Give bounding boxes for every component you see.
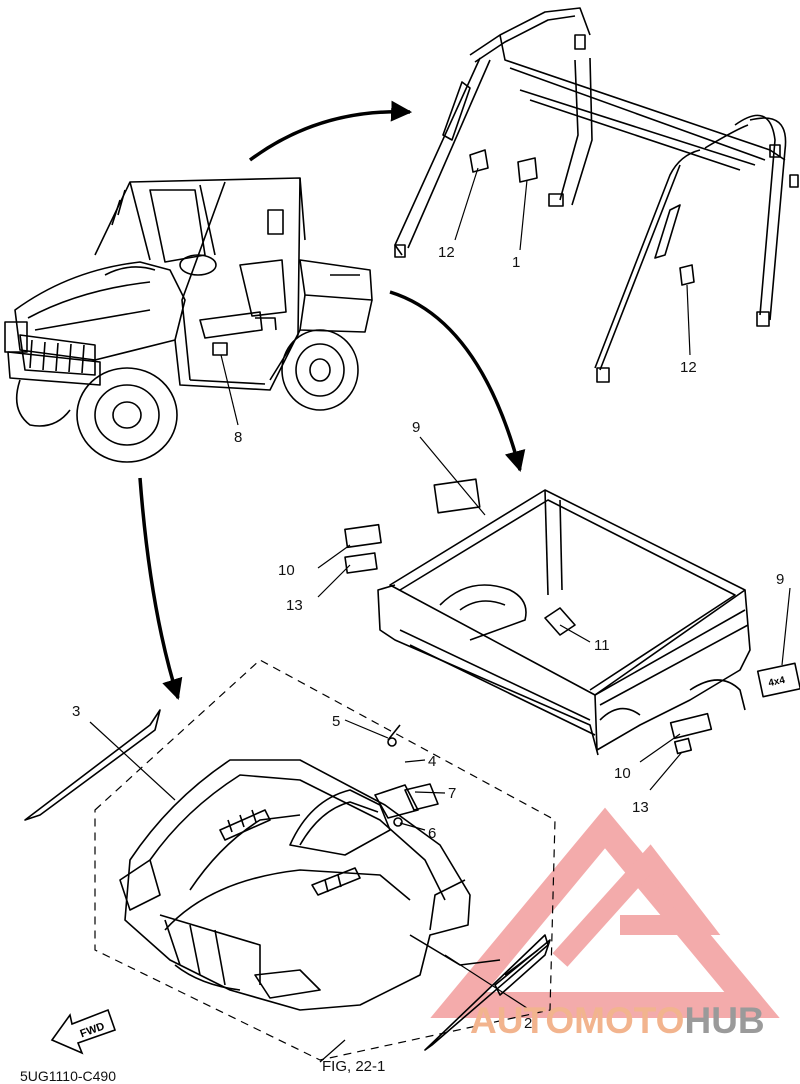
- callout-10-left: 10: [278, 562, 295, 579]
- callout-12-top-left: 12: [438, 244, 455, 261]
- roll-cage-assembly: [394, 7, 799, 383]
- callout-4: 4: [428, 753, 437, 770]
- hood-assembly: [24, 659, 556, 1061]
- callout-1: 1: [512, 254, 521, 271]
- watermark-logo: [430, 807, 780, 1018]
- callout-5: 5: [332, 713, 341, 730]
- callout-7: 7: [448, 785, 457, 802]
- figure-reference: FIG, 22-1: [322, 1058, 386, 1075]
- arrow-to-bed: [389, 290, 526, 473]
- watermark-text: AUTOMOTOHUB: [470, 1000, 765, 1042]
- cargo-bed: [344, 478, 800, 756]
- callout-13-left: 13: [286, 597, 303, 614]
- fwd-arrow-icon: [50, 1008, 117, 1055]
- callout-9-right: 9: [776, 571, 785, 588]
- callout-11: 11: [594, 637, 610, 654]
- watermark-text-b: HUB: [684, 1000, 765, 1041]
- arrow-to-hood: [138, 477, 183, 701]
- callout-9-top: 9: [412, 419, 421, 436]
- decal-4x4-label: 4x4: [767, 675, 786, 689]
- flow-arrows: [138, 100, 526, 701]
- callout-8: 8: [234, 429, 243, 446]
- diagram-part-code: 5UG1110-C490: [20, 1068, 116, 1084]
- watermark-text-a: AUTOMOTO: [470, 1000, 685, 1041]
- arrow-to-cage: [248, 100, 413, 162]
- callout-2: 2: [524, 1015, 533, 1032]
- callout-10-right: 10: [614, 765, 631, 782]
- leader-lines: [89, 167, 791, 1063]
- utv-vehicle: [4, 177, 373, 463]
- callout-6: 6: [428, 825, 437, 842]
- callout-12-right: 12: [680, 359, 697, 376]
- callout-13-right: 13: [632, 799, 649, 816]
- callout-3: 3: [72, 703, 81, 720]
